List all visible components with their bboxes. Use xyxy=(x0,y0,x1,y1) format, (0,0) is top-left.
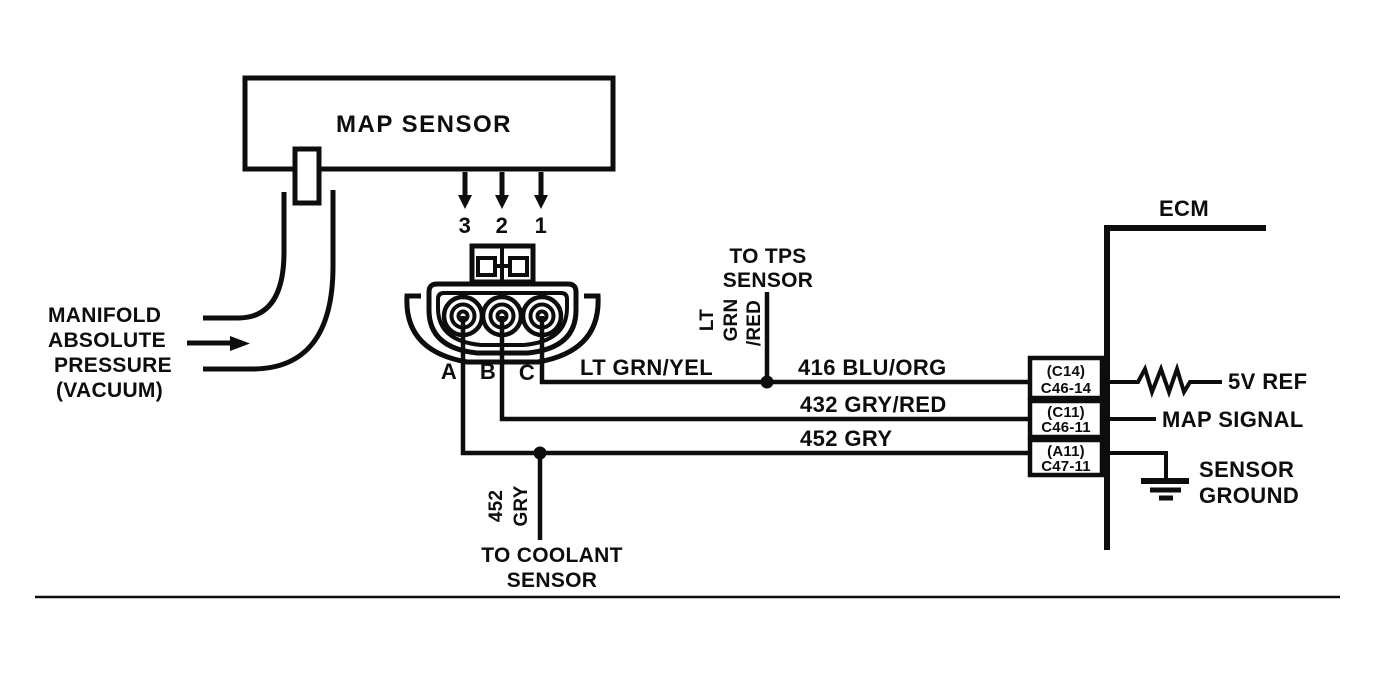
pin-label-3: 3 xyxy=(459,213,472,238)
wire-c-lt-grn-yel xyxy=(539,316,1031,385)
ecm-connector-a11: (A11) C47-11 xyxy=(1027,437,1105,478)
vacuum-label-line3: PRESSURE xyxy=(54,354,172,377)
tps-dest-line2: SENSOR xyxy=(723,269,814,292)
ground-wire xyxy=(1110,451,1168,480)
ecm-connector-c11-pin: C46-11 xyxy=(1041,419,1091,436)
vacuum-label-line4: (VACUUM) xyxy=(56,379,163,402)
vacuum-label-line2: ABSOLUTE xyxy=(48,329,166,352)
coolant-dest-line2: SENSOR xyxy=(507,569,598,592)
pin-arrow-1 xyxy=(534,172,548,209)
ground-label-line1: SENSOR xyxy=(1199,457,1294,482)
terminal-label-a: A xyxy=(441,359,457,384)
map-sensor-label: MAP SENSOR xyxy=(336,111,512,138)
ecm-connector-c11-cavity: (C11) xyxy=(1047,404,1085,421)
tps-wire-color-lt: LT xyxy=(697,309,718,331)
ecm-connector-c14-pin: C46-14 xyxy=(1041,380,1092,397)
wire-label-416: 416 BLU/ORG xyxy=(798,355,947,380)
coolant-dest-line1: TO COOLANT xyxy=(481,544,622,567)
wire-a-452 xyxy=(460,316,1031,456)
ecm-connector-c14-cavity: (C14) xyxy=(1047,363,1086,380)
wire-label-432: 432 GRY/RED xyxy=(800,392,947,417)
tps-wire-color-grn: GRN xyxy=(721,299,742,342)
tps-wire-color-red: /RED xyxy=(744,300,765,346)
ground-icon xyxy=(1141,478,1189,501)
connector-latch xyxy=(469,243,536,285)
ecm-connector-c14: (C14) C46-14 xyxy=(1027,355,1105,401)
pin-arrow-2 xyxy=(495,172,509,209)
ecm-label: ECM xyxy=(1159,196,1209,221)
pin-arrow-3 xyxy=(458,172,472,209)
vacuum-hose-outer xyxy=(203,190,336,372)
tps-dest-line1: TO TPS xyxy=(729,245,806,268)
wire-label-lt-grn-yel: LT GRN/YEL xyxy=(580,355,713,380)
ref-5v-label: 5V REF xyxy=(1228,369,1307,394)
wire-b-432 xyxy=(499,316,1031,422)
coolant-wire-color-452: 452 xyxy=(486,490,507,522)
ecm-connector-a11-cavity: (A11) xyxy=(1047,443,1085,460)
coolant-junction-dot xyxy=(533,446,547,460)
pin-label-1: 1 xyxy=(535,213,548,238)
tps-junction-dot xyxy=(760,375,774,389)
ecm-connector-a11-pin: C47-11 xyxy=(1041,458,1091,475)
coolant-wire-color-gry: GRY xyxy=(511,485,532,526)
vacuum-port xyxy=(292,146,322,206)
resistor-symbol xyxy=(1110,362,1222,399)
pin-label-2: 2 xyxy=(496,213,509,238)
ground-label-line2: GROUND xyxy=(1199,483,1299,508)
vacuum-label-line1: MANIFOLD xyxy=(48,304,161,327)
wire-label-452: 452 GRY xyxy=(800,426,892,451)
terminal-label-c: C xyxy=(519,360,535,385)
ecm-connector-c11: (C11) C46-11 xyxy=(1027,398,1105,440)
vacuum-flow-arrow xyxy=(187,336,250,351)
vacuum-hose-inner xyxy=(203,192,287,321)
map-signal-label: MAP SIGNAL xyxy=(1162,407,1304,432)
terminal-label-b: B xyxy=(480,359,496,384)
